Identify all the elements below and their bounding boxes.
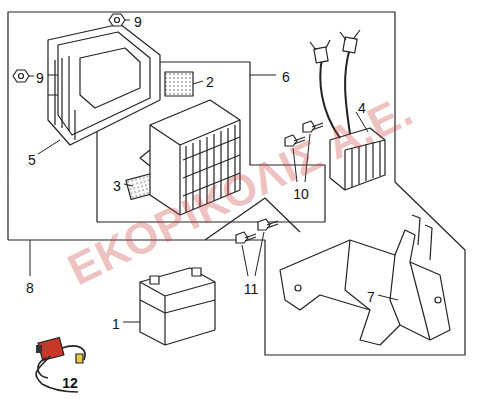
nut bbox=[13, 14, 125, 82]
callout-number: 10 bbox=[293, 187, 309, 201]
mounting-bracket bbox=[280, 215, 450, 345]
callout-number-holder: 9 bbox=[36, 69, 44, 87]
callout-number-holder: 7 bbox=[367, 288, 375, 306]
callout-number-holder: 10 bbox=[293, 185, 309, 203]
group-frame bbox=[8, 12, 465, 355]
callout-number: 9 bbox=[134, 15, 142, 29]
callout-number-holder: 11 bbox=[244, 280, 259, 298]
callout-number: 9 bbox=[36, 71, 44, 85]
callout-number: 12 bbox=[62, 376, 78, 390]
callout-number: 6 bbox=[282, 70, 290, 84]
callout-number: 2 bbox=[206, 75, 214, 89]
bolt bbox=[236, 219, 278, 243]
callout-number-holder: 9 bbox=[134, 13, 142, 31]
callout-number: 7 bbox=[367, 290, 375, 304]
callout-number: 8 bbox=[26, 281, 34, 295]
battery bbox=[140, 268, 215, 345]
callout-number-holder: 8 bbox=[26, 279, 34, 297]
callout-number: 11 bbox=[244, 282, 259, 296]
rubber-pad bbox=[165, 72, 193, 96]
callout-number-holder: 2 bbox=[206, 73, 214, 91]
callout-number-holder: 5 bbox=[28, 151, 36, 169]
callout-number: 1 bbox=[112, 317, 120, 331]
callout-number: 3 bbox=[113, 179, 121, 193]
callout-number-holder: 6 bbox=[282, 68, 290, 86]
callout-number: 5 bbox=[28, 153, 36, 167]
callout-number-holder: 12 bbox=[62, 374, 78, 392]
regulator-cover bbox=[48, 24, 160, 145]
callout-number-holder: 1 bbox=[112, 315, 120, 333]
callout-number-holder: 3 bbox=[113, 177, 121, 195]
starter-relay bbox=[36, 337, 85, 392]
